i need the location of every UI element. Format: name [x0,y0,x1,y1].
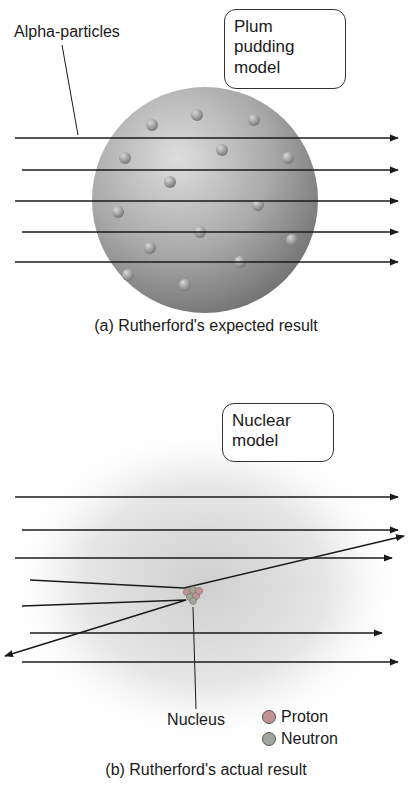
legend-label: Neutron [281,730,338,748]
legend-label: Proton [281,708,328,726]
legend-item: Proton [262,706,338,728]
model-box: Plum pudding model [224,9,346,89]
alpha-particle-paths [15,138,398,262]
particle-label: Alpha-particles [14,22,120,41]
caption-text: (b) Rutherford's actual result [105,760,306,779]
caption-text: (a) Rutherford's expected result [94,316,318,335]
model-name: Plum pudding model [234,17,336,78]
legend: ProtonNeutron [262,706,338,750]
alpha-particle-paths [5,497,404,662]
plum-pudding-atom [92,87,318,313]
legend-swatch [262,732,276,746]
model-box: Nuclear model [222,403,334,462]
nuclear-atom [0,420,410,750]
legend-item: Neutron [262,728,338,750]
leader-line [62,45,78,135]
legend-swatch [262,710,276,724]
part-label: Nucleus [167,710,225,729]
model-name: Nuclear model [232,411,324,452]
nucleus [183,586,202,604]
leader-line [193,607,196,709]
